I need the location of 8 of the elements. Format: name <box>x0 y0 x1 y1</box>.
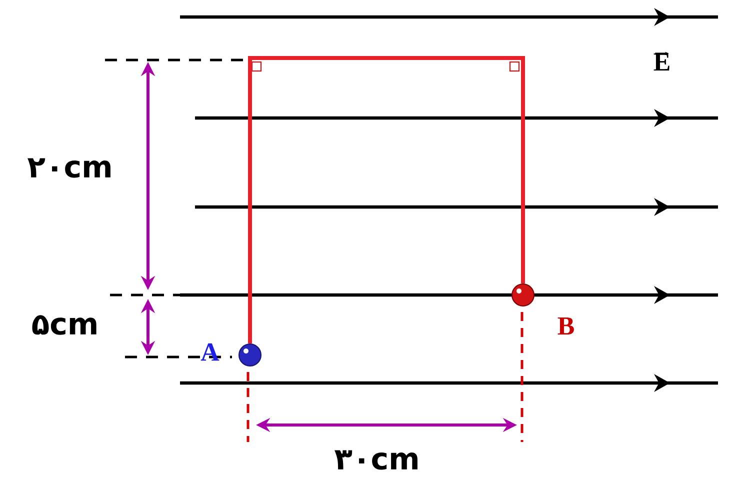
dimension-label: ۳۰cm <box>334 450 418 470</box>
dimension-label: ۵cm <box>32 315 96 335</box>
path-line <box>248 56 525 344</box>
charge-ball <box>238 344 262 366</box>
charge-label: A <box>200 343 220 361</box>
dimension-label: ۲۰cm <box>28 158 110 178</box>
charge-label: B <box>558 317 574 335</box>
charge-ball <box>512 284 534 306</box>
